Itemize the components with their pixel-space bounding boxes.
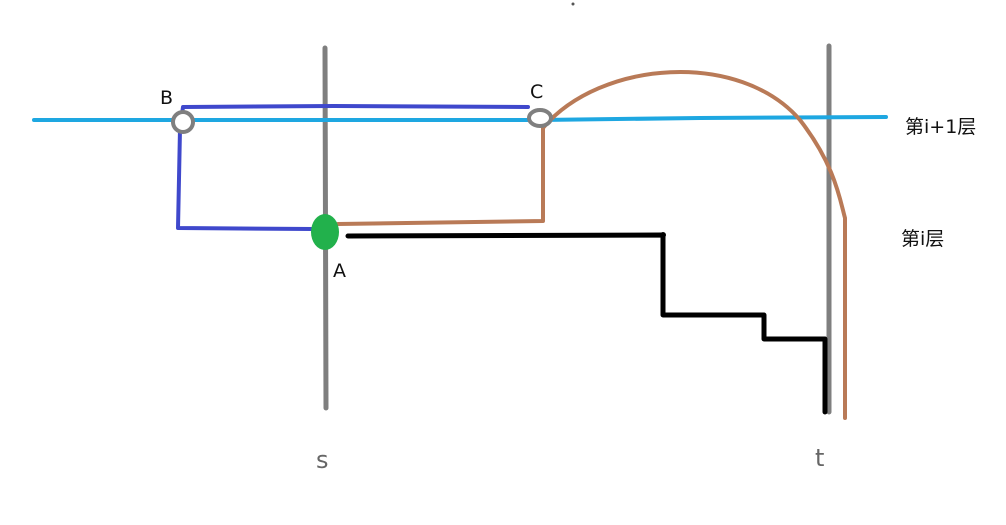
label-layer-lower: 第i层 xyxy=(901,228,944,250)
node-c xyxy=(527,108,553,128)
path-black-corner-dot xyxy=(660,232,666,238)
label-layer-upper: 第i+1层 xyxy=(905,116,976,138)
path-brown xyxy=(336,70,847,420)
label-c: C xyxy=(530,81,543,103)
stray-dot xyxy=(571,2,575,6)
label-b: B xyxy=(160,87,173,109)
label-target: t xyxy=(815,444,824,472)
path-black xyxy=(345,232,828,415)
node-b xyxy=(171,110,195,134)
path-blue xyxy=(176,104,530,231)
node-a xyxy=(311,214,339,250)
label-a: A xyxy=(333,260,346,282)
label-source: s xyxy=(316,446,329,474)
layer-line-upper xyxy=(32,115,888,122)
